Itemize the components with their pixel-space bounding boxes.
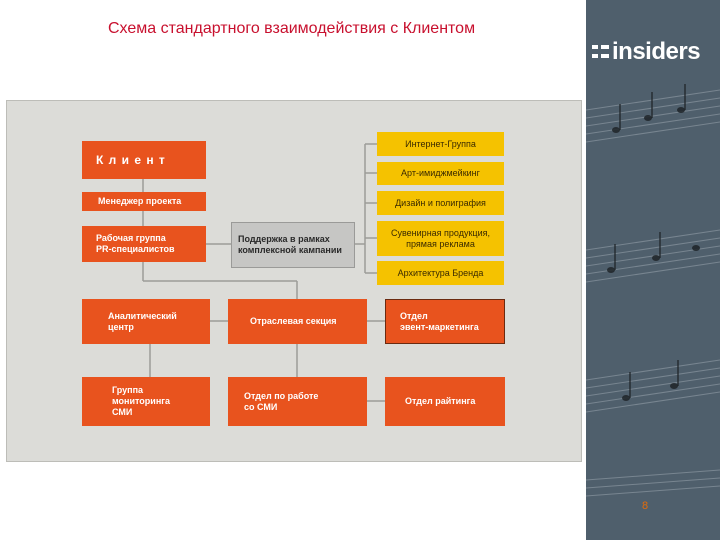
industry-section-label: Отраслевая секция: [250, 316, 337, 326]
sheet-music-art: [586, 84, 720, 497]
support-item-label: Дизайн и полиграфия: [395, 197, 486, 208]
project-manager-box: Менеджер проекта: [82, 192, 206, 211]
support-item-souvenirs-direct-ads: Сувенирная продукция, прямая реклама: [377, 221, 504, 256]
logo-mark-icon: [592, 43, 610, 61]
support-item-design-printing: Дизайн и полиграфия: [377, 191, 504, 215]
brand-logo: insiders: [592, 38, 701, 66]
support-item-internet-group: Интернет-Группа: [377, 132, 504, 156]
industry-section-box: Отраслевая секция: [228, 299, 367, 344]
project-manager-label: Менеджер проекта: [98, 196, 182, 206]
analytic-center-box: Аналитический центр: [82, 299, 210, 344]
rating-dept-label: Отдел райтинга: [405, 396, 476, 406]
client-label: К л и е н т: [96, 152, 166, 167]
event-marketing-box: Отдел эвент-маркетинга: [385, 299, 505, 344]
decorative-sheet-music-panel: [586, 0, 720, 540]
connector-lines: [142, 143, 385, 402]
support-item-label: Архитектура Бренда: [397, 267, 484, 278]
support-item-label: Сувенирная продукция, прямая реклама: [391, 227, 490, 249]
media-relations-box: Отдел по работе со СМИ: [228, 377, 367, 426]
campaign-support-label: Поддержка в рамках комплексной кампании: [238, 234, 342, 255]
pr-working-group-label: Рабочая группа PR-специалистов: [96, 233, 175, 254]
client-box: К л и е н т: [82, 141, 206, 179]
media-monitoring-label: Группа мониторинга СМИ: [112, 385, 171, 417]
support-item-art-imagemaking: Арт-имиджмейкинг: [377, 162, 504, 185]
event-marketing-label: Отдел эвент-маркетинга: [400, 310, 479, 332]
support-item-label: Интернет-Группа: [405, 138, 476, 149]
diagram-canvas: К л и е н т Менеджер проекта Рабочая гру…: [6, 100, 582, 462]
support-item-brand-architecture: Архитектура Бренда: [377, 261, 504, 285]
page-number: 8: [642, 500, 649, 512]
campaign-support-box: Поддержка в рамках комплексной кампании: [231, 222, 355, 268]
media-monitoring-box: Группа мониторинга СМИ: [82, 377, 210, 426]
rating-dept-box: Отдел райтинга: [385, 377, 505, 426]
media-relations-label: Отдел по работе со СМИ: [244, 390, 319, 412]
pr-working-group-box: Рабочая группа PR-специалистов: [82, 226, 206, 262]
page-title: Схема стандартного взаимодействия с Клие…: [108, 20, 476, 37]
analytic-center-label: Аналитический центр: [108, 310, 177, 332]
logo-text: insiders: [612, 38, 701, 65]
support-item-label: Арт-имиджмейкинг: [401, 168, 480, 178]
